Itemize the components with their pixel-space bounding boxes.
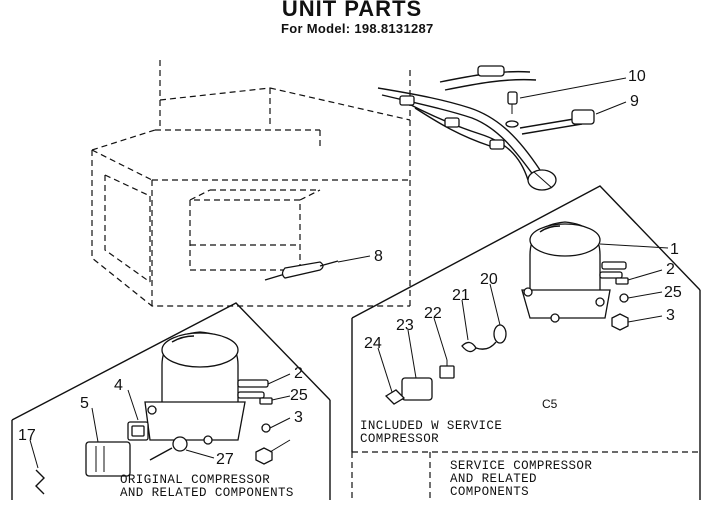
callout-2-original: 2	[294, 365, 303, 382]
callout-22: 22	[424, 305, 442, 322]
service-caption-line1: SERVICE COMPRESSOR	[450, 459, 593, 473]
callout-2-service: 2	[666, 261, 675, 278]
service-caption-line2: AND RELATED	[450, 472, 537, 486]
service-compressor-group-frame	[351, 185, 701, 500]
top-leader-lines	[337, 77, 627, 263]
original-caption-line2: AND RELATED COMPONENTS	[120, 486, 294, 500]
callout-24: 24	[364, 335, 382, 352]
callout-20: 20	[480, 271, 498, 288]
callout-3-original: 3	[294, 409, 303, 426]
callout-8: 8	[374, 248, 383, 265]
cabinet-outline	[91, 60, 411, 307]
service-compressor	[384, 221, 629, 405]
callout-25-service: 25	[664, 284, 682, 301]
service-leader-lines	[377, 243, 669, 393]
page-title: UNIT PARTS	[281, 0, 423, 21]
callout-4: 4	[114, 377, 123, 394]
included-caption-line1: INCLUDED W SERVICE	[360, 419, 503, 433]
callout-10: 10	[628, 68, 646, 85]
callout-1: 1	[670, 241, 679, 258]
drier-part	[264, 260, 339, 281]
service-caption-line3: COMPONENTS	[450, 485, 530, 499]
callout-21: 21	[452, 287, 470, 304]
original-leader-lines	[29, 373, 291, 469]
included-caption-line2: COMPRESSOR	[360, 432, 440, 446]
model-subtitle: For Model: 198.8131287	[281, 21, 434, 36]
callout-17: 17	[18, 427, 36, 444]
callout-3-service: 3	[666, 307, 675, 324]
callout-5: 5	[80, 395, 89, 412]
original-compressor-group-frame	[11, 302, 331, 500]
original-compressor	[35, 331, 273, 495]
callout-23: 23	[396, 317, 414, 334]
original-caption-line1: ORIGINAL COMPRESSOR	[120, 473, 271, 487]
diagram-code: C5	[542, 397, 558, 411]
callout-9: 9	[630, 93, 639, 110]
wiring-harness	[377, 65, 595, 191]
callout-27: 27	[216, 451, 234, 468]
callout-25-original: 25	[290, 387, 308, 404]
